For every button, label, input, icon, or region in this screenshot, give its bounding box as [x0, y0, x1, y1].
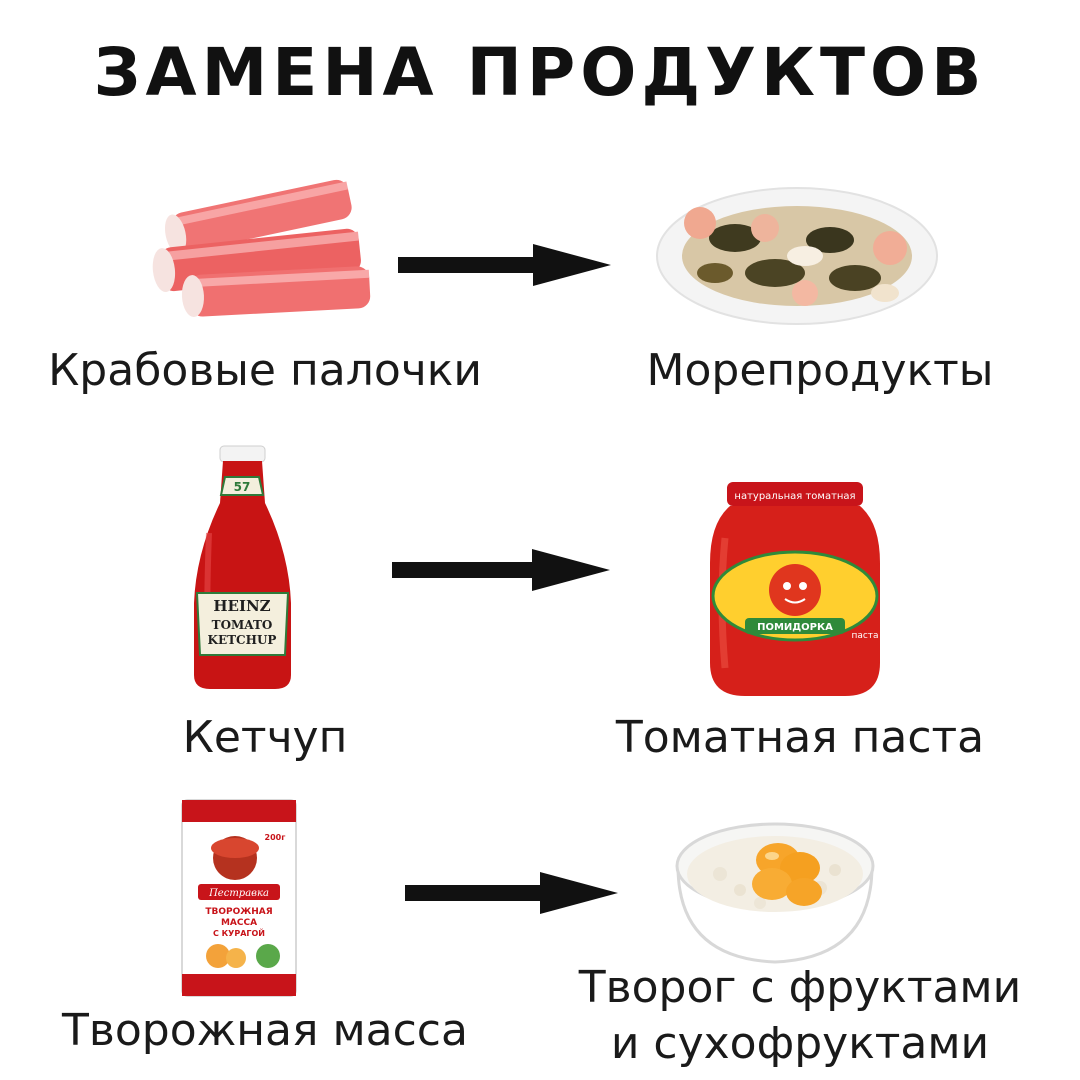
curd-line3: С КУРАГОЙ — [213, 927, 265, 938]
arrow-right-icon — [398, 240, 613, 294]
tomato-paste-jar-icon: натуральная томатная ПОМИДОРКА паста — [705, 478, 885, 700]
arrow-right-icon — [405, 868, 620, 922]
ketchup-line1: TOMATO — [212, 618, 273, 632]
label-ketchup: Кетчуп — [182, 712, 348, 763]
ketchup-bottle-icon: 57 HEINZ TOMATO KETCHUP — [185, 443, 300, 693]
curd-package-icon: 200г Пестравка ТВОРОЖНАЯ МАССА С КУРАГОЙ — [180, 798, 298, 998]
cottage-cheese-bowl-icon — [670, 808, 880, 966]
curd-line2: МАССА — [221, 918, 257, 928]
seafood-plate-icon — [655, 178, 940, 328]
arrow-right-icon — [392, 545, 612, 599]
jar-side-text: паста — [851, 631, 878, 641]
page-title: ЗАМЕНА ПРОДУКТОВ — [93, 34, 987, 111]
ketchup-line2: KETCHUP — [208, 633, 277, 647]
cap-number: 57 — [234, 480, 251, 494]
curd-brand: Пестравка — [208, 888, 269, 899]
label-crab-sticks: Крабовые палочки — [48, 345, 482, 396]
label-cottage-cheese-line2: и сухофруктами — [610, 1018, 990, 1069]
label-curd-mass: Творожная масса — [62, 1005, 468, 1056]
jar-band-text: натуральная томатная — [734, 491, 855, 502]
label-seafood: Морепродукты — [646, 345, 994, 396]
curd-weight: 200г — [265, 833, 286, 842]
ketchup-brand: HEINZ — [213, 597, 270, 615]
label-cottage-cheese-line1: Творог с фруктами — [578, 962, 1022, 1013]
curd-line1: ТВОРОЖНАЯ — [205, 907, 272, 917]
crab-sticks-icon — [150, 175, 385, 325]
jar-brand: ПОМИДОРКА — [757, 622, 833, 633]
label-tomato-paste: Томатная паста — [615, 712, 985, 763]
